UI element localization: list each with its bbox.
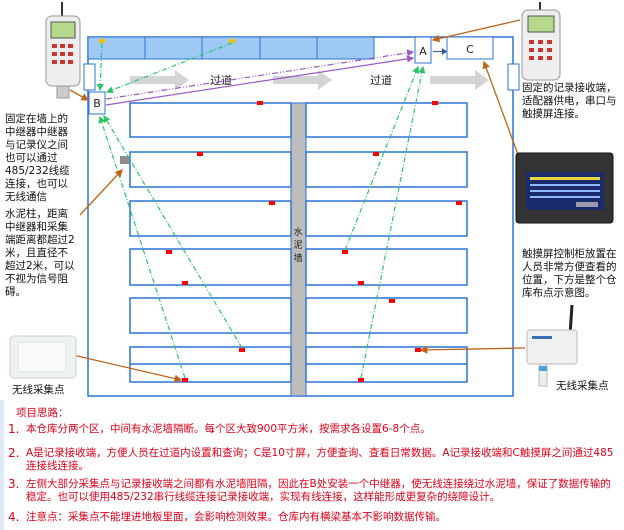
- handheld-repeater-image: [45, 2, 81, 99]
- wireless-sensor-image-right: [526, 304, 578, 387]
- door-left: [83, 63, 96, 91]
- wireless-sensor-image-left: [9, 335, 77, 379]
- sensor-point: [182, 281, 188, 285]
- note-item: 4.注意点：采集点不能埋进地板里面，会影响检测效果。仓库内有横梁基本不影响数据传…: [8, 510, 446, 524]
- wireless-sensors: [166, 101, 462, 382]
- sensor-point: [257, 101, 263, 105]
- sensor-point: [358, 281, 364, 285]
- warehouse-diagram: 过道 过道 水泥墙: [9, 2, 614, 397]
- touchscreen-image: [515, 152, 614, 224]
- touchscreen-note: 触摸屏控制柜放置在人员非常方便查看的位置，下方是整个仓库布点示意图。: [522, 248, 617, 299]
- note-item: 3.左侧大部分采集点与记录接收端之间都有水泥墙阻隔，因此在B处安装一个中继器，使…: [8, 477, 611, 504]
- sensor-point: [456, 201, 462, 205]
- sensor-point: [432, 101, 438, 105]
- receiver-note: 固定的记录接收端，适配器供电，串口与触摸屏连接。: [522, 82, 617, 120]
- door-right: [507, 63, 520, 91]
- node-a: A: [414, 36, 432, 64]
- node-c: C: [446, 36, 494, 60]
- cement-pillar: [120, 156, 129, 164]
- note-item: 2.A是记录接收端，方便人员在过道内设置和查询；C是10寸屏，方便查询、查看日常…: [8, 446, 614, 473]
- sensor-point: [166, 250, 172, 254]
- sensor-right-label: 无线采集点: [556, 380, 609, 392]
- svg-text:A: A: [419, 45, 427, 58]
- corridor-label: 过道: [210, 73, 232, 87]
- handheld-receiver-image: [521, 2, 561, 81]
- sensor-point: [358, 378, 364, 382]
- shelves: [129, 102, 468, 383]
- sensor-left-label: 无线采集点: [12, 384, 65, 396]
- wireless-links: [96, 42, 426, 379]
- repeater-note: 固定在墙上的中继器中继器与记录仪之间也可以通过485/232线缆连接，也可以无线…: [5, 113, 70, 203]
- callout-lines: [59, 19, 526, 383]
- yellow-sensor: [99, 39, 105, 43]
- project-notes-panel: [0, 400, 624, 530]
- a-to-c-arrow: [433, 48, 447, 55]
- corridor-arrows: [130, 70, 489, 90]
- sensor-point: [239, 348, 245, 352]
- sensor-point: [197, 152, 203, 156]
- sensor-point: [373, 152, 379, 156]
- node-b: B: [88, 91, 106, 115]
- note-item: 1.本仓库分两个区，中间有水泥墙隔断。每个区大致900平方米，按需求各设置6-8…: [8, 422, 431, 436]
- pillar-note: 水泥柱，距离中继器和采集端距离都超过2米，且直径不超过2米，可以不视为信号阻碍。: [5, 208, 75, 298]
- top-rooms: [87, 36, 375, 60]
- sensor-point: [342, 250, 348, 254]
- yellow-sensor: [229, 39, 235, 43]
- sensor-point: [389, 299, 395, 303]
- sensor-point: [415, 348, 421, 352]
- corridor-label: 过道: [370, 73, 392, 87]
- svg-text:C: C: [466, 43, 474, 56]
- repeater-links: [105, 49, 415, 106]
- sensor-point: [269, 201, 275, 205]
- notes-title: 项目思路：: [16, 407, 69, 419]
- wall-label: 水泥墙: [293, 226, 302, 264]
- svg-text:B: B: [93, 97, 101, 110]
- sensor-point: [182, 378, 188, 382]
